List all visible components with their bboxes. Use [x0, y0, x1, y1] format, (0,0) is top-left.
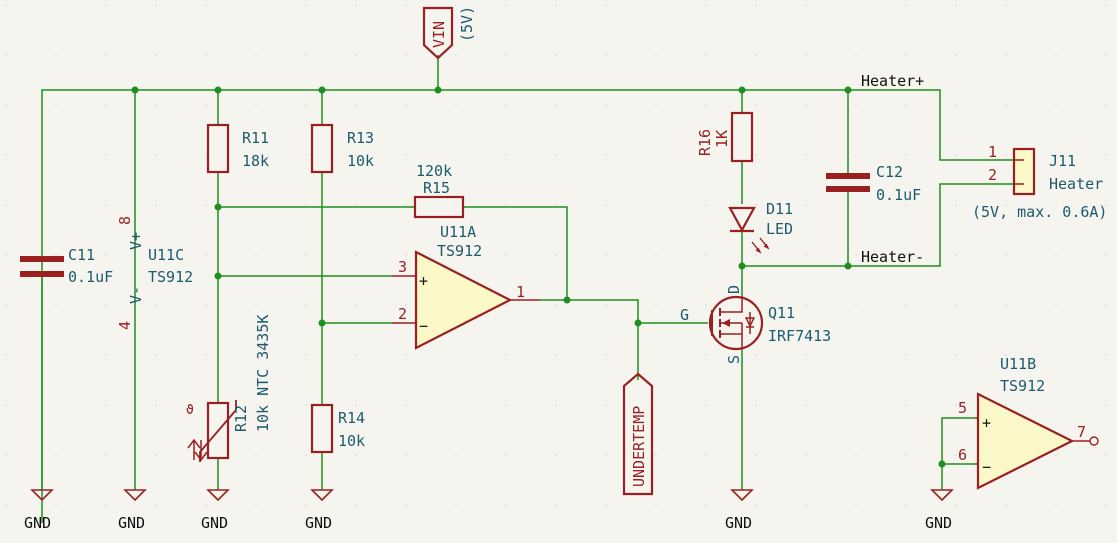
- gnd-label-6: GND: [925, 514, 952, 532]
- u11c-vplus: V+: [127, 232, 145, 250]
- gnd-label-3: GND: [201, 514, 228, 532]
- r11-value: 18k: [242, 152, 269, 170]
- connector-j11: 1 2 J11 Heater (5V, max. 0.6A): [972, 143, 1107, 221]
- u11a-pin-3: 3: [398, 258, 407, 276]
- r12-ref: R12: [232, 405, 250, 432]
- junctions: [131, 86, 946, 468]
- u11c-value: TS912: [148, 268, 193, 286]
- undertemp-label: UNDERTEMP: [630, 406, 648, 487]
- u11a-pin-1: 1: [516, 283, 525, 301]
- vin-value: (5V): [458, 6, 476, 42]
- resistor-r16: R16 1K: [696, 111, 754, 163]
- gnd-label-2: GND: [118, 514, 145, 532]
- background-grid: [5, 4, 1107, 506]
- c12-ref: C12: [876, 163, 903, 181]
- u11c-ref: U11C: [148, 246, 184, 264]
- opamp-u11b: + − 5 6 7 U11B TS912: [958, 355, 1099, 490]
- vin-label: VIN: [430, 21, 448, 48]
- j11-note: (5V, max. 0.6A): [972, 203, 1107, 221]
- net-heater-plus: Heater+: [861, 72, 924, 90]
- u11b-ref: U11B: [1000, 355, 1036, 373]
- q11-pin-g: G: [680, 306, 689, 324]
- u11c-vminus: V-: [127, 286, 145, 304]
- u11b-value: TS912: [1000, 377, 1045, 395]
- resistor-r14: R14 10k: [310, 403, 365, 454]
- led-d11: D11 LED: [728, 200, 793, 254]
- mosfet-q11: G D S Q11 IRF7413: [680, 285, 831, 364]
- u11a-plus-sign: +: [419, 272, 428, 290]
- j11-value: Heater: [1049, 175, 1103, 193]
- u11a-minus-sign: −: [419, 317, 428, 335]
- vin-power-flag: VIN (5V): [422, 6, 476, 60]
- u11c-pin-8: 8: [116, 216, 134, 225]
- d11-ref: D11: [766, 200, 793, 218]
- r14-ref: R14: [338, 409, 365, 427]
- gnd-label-1: GND: [24, 514, 51, 532]
- u11b-pin-7: 7: [1077, 423, 1086, 441]
- q11-value: IRF7413: [768, 327, 831, 345]
- q11-ref: Q11: [768, 304, 795, 322]
- capacitor-c12: C12 0.1uF: [826, 163, 921, 204]
- r15-ref: R15: [423, 179, 450, 197]
- net-heater-minus: Heater-: [861, 248, 924, 266]
- j11-ref: J11: [1049, 152, 1076, 170]
- resistor-r11: R11 18k: [206, 123, 269, 174]
- r13-value: 10k: [347, 152, 374, 170]
- svg-text:ϑ: ϑ: [186, 403, 194, 418]
- r16-ref: R16: [696, 129, 714, 156]
- c11-value: 0.1uF: [68, 268, 113, 286]
- opamp-u11c-power: 8 4 V+ V- U11C TS912: [116, 216, 193, 330]
- u11b-minus-sign: −: [982, 458, 991, 476]
- d11-value: LED: [766, 220, 793, 238]
- u11c-pin-4: 4: [116, 321, 134, 330]
- c12-value: 0.1uF: [876, 186, 921, 204]
- r12-value: 10k NTC 3435K: [254, 315, 272, 432]
- thermistor-r12: ϑ R12 10k NTC 3435K: [186, 315, 272, 462]
- u11b-pin-6: 6: [958, 446, 967, 464]
- wires: [41, 55, 1014, 523]
- resistor-r13: R13 10k: [310, 123, 374, 174]
- q11-pin-s: S: [725, 355, 743, 364]
- gnd-label-4: GND: [305, 514, 332, 532]
- u11b-pin-5: 5: [958, 399, 967, 417]
- resistor-r15: 120k R15: [413, 162, 465, 219]
- j11-pin-2: 2: [988, 166, 997, 184]
- gnd-symbols: GND GND GND GND GND GND: [24, 489, 954, 532]
- r15-value: 120k: [416, 162, 452, 180]
- r14-value: 10k: [338, 432, 365, 450]
- c11-ref: C11: [68, 246, 95, 264]
- gnd-label-5: GND: [725, 514, 752, 532]
- u11b-plus-sign: +: [982, 414, 991, 432]
- u11a-ref: U11A: [440, 223, 476, 241]
- r13-ref: R13: [347, 129, 374, 147]
- r16-value: 1K: [713, 130, 731, 148]
- capacitor-c11: C11 0.1uF: [20, 246, 113, 286]
- q11-pin-d: D: [725, 285, 743, 294]
- r11-ref: R11: [242, 129, 269, 147]
- u11a-pin-2: 2: [398, 305, 407, 323]
- j11-pin-1: 1: [988, 143, 997, 161]
- undertemp-net-flag: UNDERTEMP: [622, 372, 654, 496]
- opamp-u11a: + − 3 2 1 U11A TS912: [392, 223, 540, 350]
- u11a-value: TS912: [437, 242, 482, 260]
